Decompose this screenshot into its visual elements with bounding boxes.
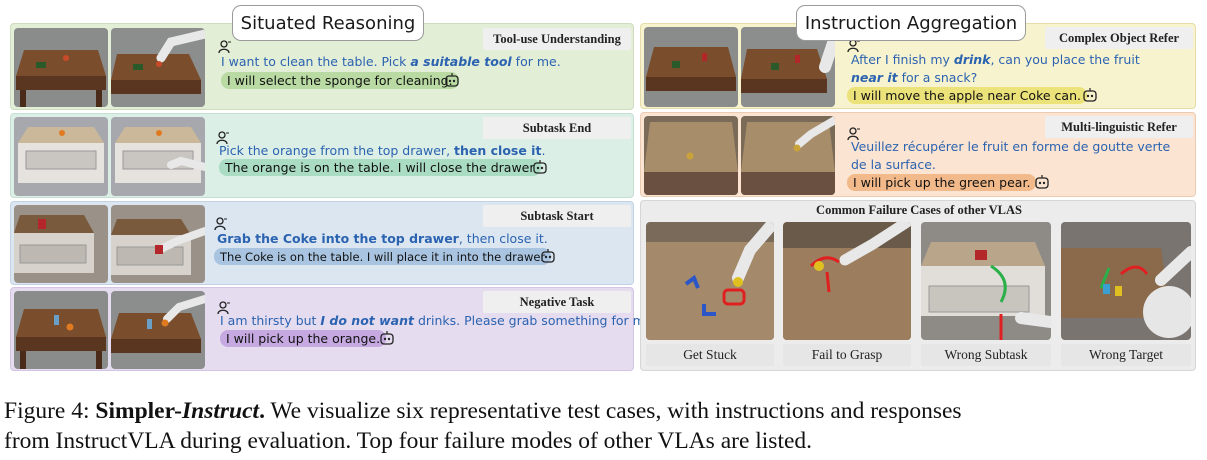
case-subtask-start-response: The Coke is on the table. I will place i… [214, 248, 552, 265]
user-icon [217, 301, 230, 315]
case-tool-use-image-1 [14, 28, 108, 107]
case-negative-task-image-2 [111, 291, 205, 369]
case-tool-use-tag: Tool-use Understanding [483, 28, 631, 50]
coke-drawer-scene-image [14, 205, 108, 283]
case-multi-linguistic-instruction: Veuillez récupérer le fruit en forme de … [851, 139, 1171, 172]
case-tool-use-response: I will select the sponge for cleaning. [221, 72, 459, 89]
case-multi-linguistic-image-1 [644, 116, 738, 195]
case-complex-object-tag: Complex Object Refer [1045, 27, 1193, 49]
table-coke-scene-image [644, 27, 738, 107]
wrong-target-scene-image [1061, 222, 1191, 340]
user-icon [216, 131, 229, 145]
failure-cases-panel: Common Failure Cases of other VLAS [640, 200, 1196, 371]
robot-icon [1035, 175, 1049, 189]
failure-wrong-subtask-image [921, 222, 1051, 340]
drawer-scene-image [14, 117, 108, 196]
user-icon [847, 127, 860, 141]
figure-caption-line-1: Figure 4: Simpler-Instruct. We visualize… [4, 398, 962, 424]
robot-icon [380, 331, 394, 345]
case-subtask-start-image-1 [14, 205, 108, 283]
table-orange-scene-image [14, 291, 108, 369]
table-robot-orange-scene-image [111, 291, 205, 369]
wrong-subtask-scene-image [921, 222, 1051, 340]
case-negative-task-panel: Negative Task I am thirsty but I do not … [10, 287, 656, 371]
get-stuck-scene-image [646, 222, 774, 340]
table-scene-image [14, 28, 108, 107]
figure-caption-line-2: from InstructVLA during evaluation. Top … [4, 428, 813, 454]
case-negative-task-tag: Negative Task [483, 291, 631, 313]
case-subtask-end-image-2 [111, 117, 205, 196]
case-negative-task-image-1 [14, 291, 108, 369]
case-tool-use-image-2 [111, 28, 205, 107]
case-subtask-end-tag: Subtask End [483, 117, 631, 139]
robot-scene-image [111, 28, 205, 107]
robot-icon [1083, 88, 1097, 102]
wood-table-pear-scene-image [644, 116, 738, 195]
failure-fail-to-grasp-image [783, 222, 911, 340]
case-subtask-end-panel: Subtask End Pick the orange from the top… [10, 113, 634, 198]
case-multi-linguistic-tag: Multi-linguistic Refer [1045, 116, 1193, 138]
case-subtask-start-panel: Subtask Start Grab the Coke into the top… [10, 201, 634, 285]
failure-get-stuck-image [646, 222, 774, 340]
robot-icon [445, 73, 459, 87]
failure-label-fail-to-grasp: Fail to Grasp [783, 344, 911, 366]
case-tool-use-instruction: I want to clean the table. Pick a suitab… [221, 54, 561, 69]
user-icon [218, 40, 231, 54]
failure-label-wrong-target: Wrong Target [1061, 344, 1191, 366]
drawer-robot-scene-image [111, 117, 205, 196]
case-multi-linguistic-image-2 [741, 116, 835, 195]
failure-label-get-stuck: Get Stuck [646, 344, 774, 366]
wood-table-robot-pear-scene-image [741, 116, 835, 195]
case-negative-task-response: I will pick up the orange. [220, 330, 387, 347]
failure-label-wrong-subtask: Wrong Subtask [921, 344, 1051, 366]
case-complex-object-response: I will move the apple near Coke can. [847, 87, 1087, 104]
case-subtask-start-image-2 [111, 205, 205, 283]
case-multi-linguistic-panel: Multi-linguistic Refer Veuillez récupére… [640, 112, 1196, 197]
coke-robot-scene-image [111, 205, 205, 283]
failure-cases-title: Common Failure Cases of other VLAS [816, 203, 1022, 217]
case-subtask-end-instruction: Pick the orange from the top drawer, the… [219, 143, 546, 158]
failure-wrong-target-image [1061, 222, 1191, 340]
robot-icon [533, 160, 547, 174]
situated-reasoning-header: Situated Reasoning [232, 5, 424, 41]
case-subtask-end-image-1 [14, 117, 108, 196]
user-icon [214, 217, 227, 231]
instruction-aggregation-header: Instruction Aggregation [796, 5, 1026, 41]
case-subtask-end-response: The orange is on the table. I will close… [219, 159, 541, 176]
case-multi-linguistic-response: I will pick up the green pear. [847, 174, 1037, 191]
fail-to-grasp-scene-image [783, 222, 911, 340]
case-subtask-start-tag: Subtask Start [483, 205, 631, 227]
case-complex-object-image-1 [644, 27, 738, 107]
robot-icon [541, 249, 555, 263]
case-complex-object-instruction: After I finish my drink, can you place t… [851, 52, 1140, 85]
case-subtask-start-instruction: Grab the Coke into the top drawer, then … [217, 231, 548, 246]
case-negative-task-instruction: I am thirsty but I do not want drinks. P… [220, 313, 657, 328]
